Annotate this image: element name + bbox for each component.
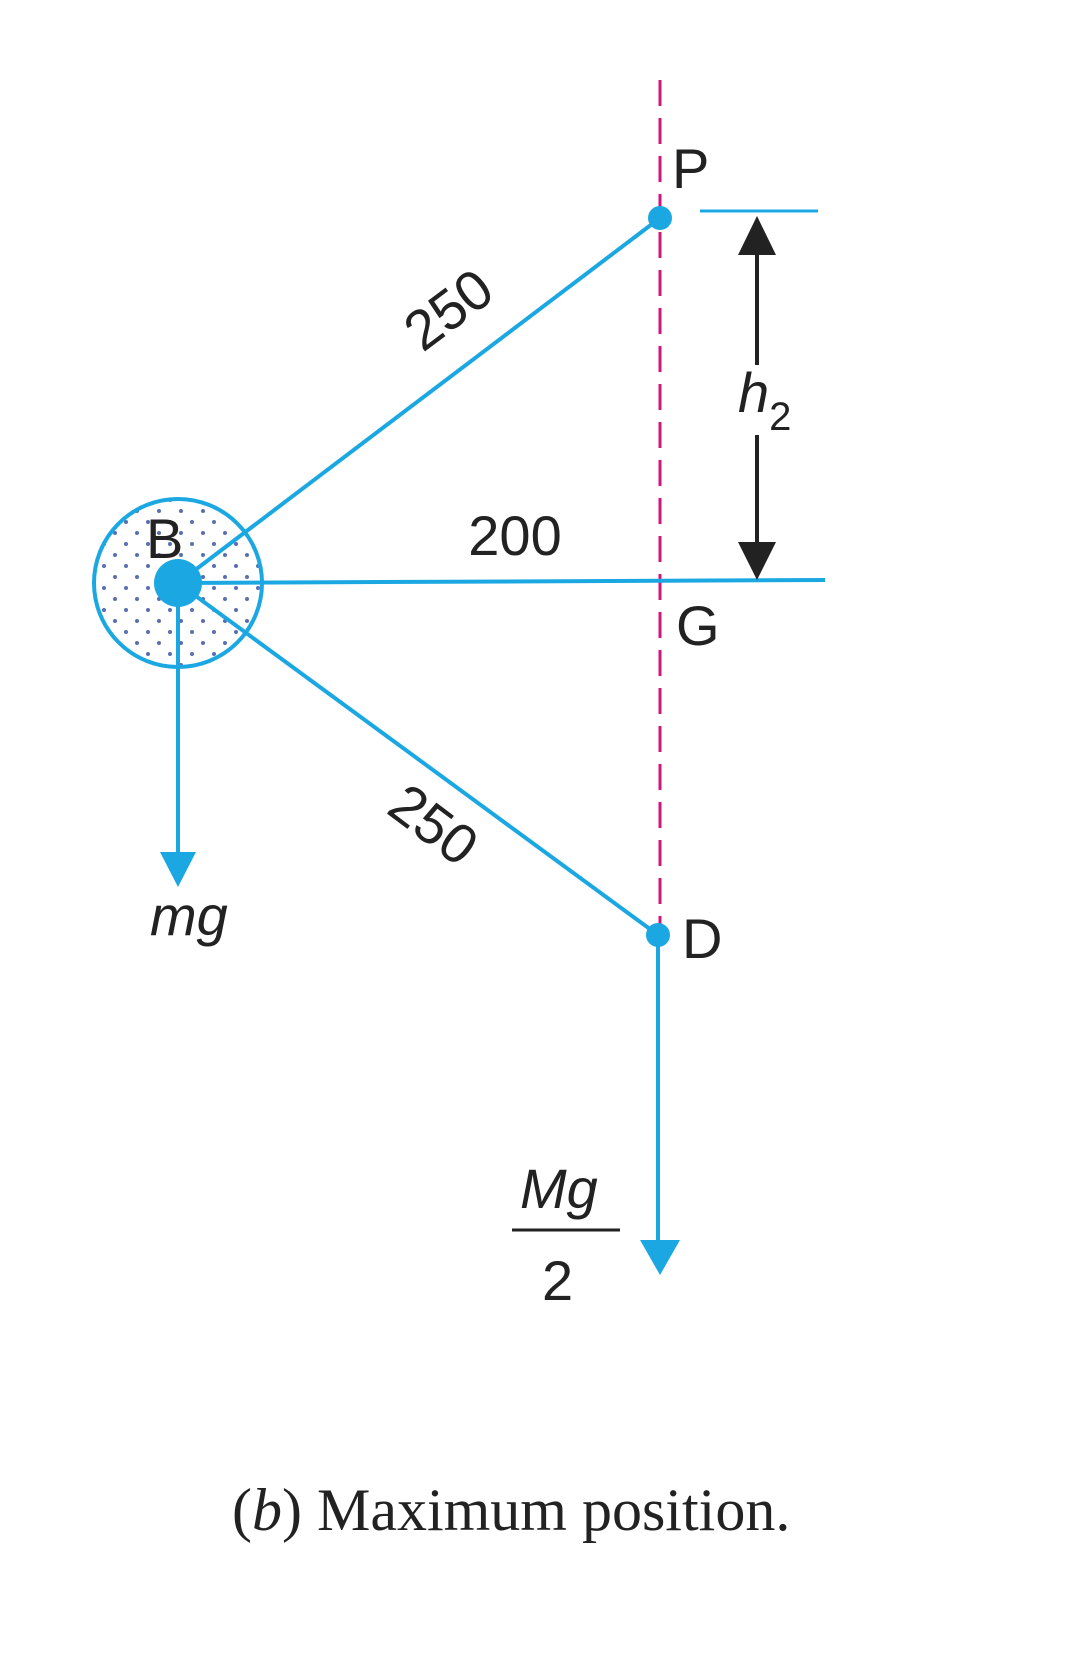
label-b: B <box>146 507 183 570</box>
label-h2: h2 <box>738 361 791 439</box>
length-bd: 250 <box>377 771 490 878</box>
caption: (b) Maximum position. <box>232 1477 790 1543</box>
h2-arrowhead-up-icon <box>738 216 776 255</box>
label-mg: mg <box>150 884 228 947</box>
arm-bg <box>177 578 826 585</box>
label-p: P <box>672 137 709 200</box>
label-two: 2 <box>542 1249 573 1312</box>
Mg-arrowhead-icon <box>640 1240 680 1275</box>
h2-arrowhead-down-icon <box>738 542 776 580</box>
point-p <box>648 206 672 230</box>
mg-arrowhead-icon <box>160 852 196 887</box>
label-d: D <box>682 907 722 970</box>
arm-bd <box>176 581 660 937</box>
label-Mg: Mg <box>520 1157 598 1220</box>
arm-bp <box>176 216 662 585</box>
label-g: G <box>676 594 720 657</box>
length-bg: 200 <box>468 504 561 567</box>
